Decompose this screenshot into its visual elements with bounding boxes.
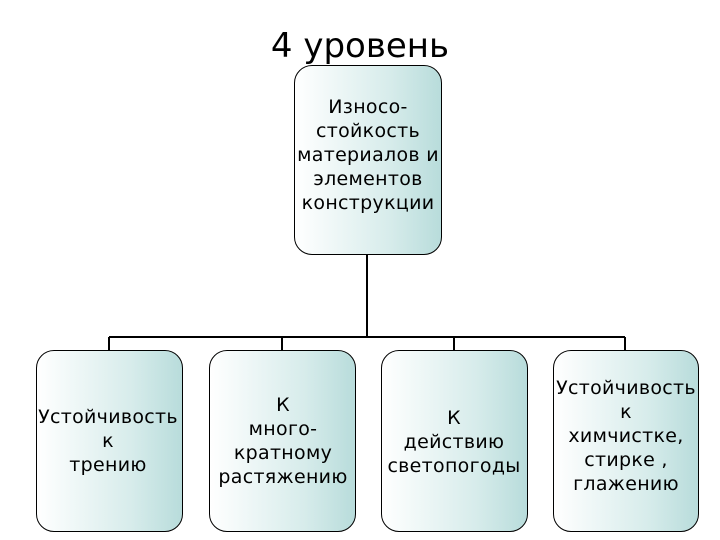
child-box-4	[553, 350, 699, 532]
child-box-2	[209, 350, 356, 532]
child-label-3: К действию светопогоды	[387, 407, 521, 477]
child-label-4: Устойчивость к химчистке, стирке , глаже…	[556, 377, 696, 495]
root-label: Износо- стойкость материалов и элементов…	[297, 96, 439, 214]
child-label-1: Устойчивость к трению	[38, 406, 178, 476]
root-box	[294, 65, 442, 255]
child-box-3	[381, 350, 528, 532]
child-label-2: К много- кратному растяжению	[218, 394, 348, 488]
page-title: 4 уровень	[270, 26, 450, 66]
child-box-1	[36, 350, 183, 532]
